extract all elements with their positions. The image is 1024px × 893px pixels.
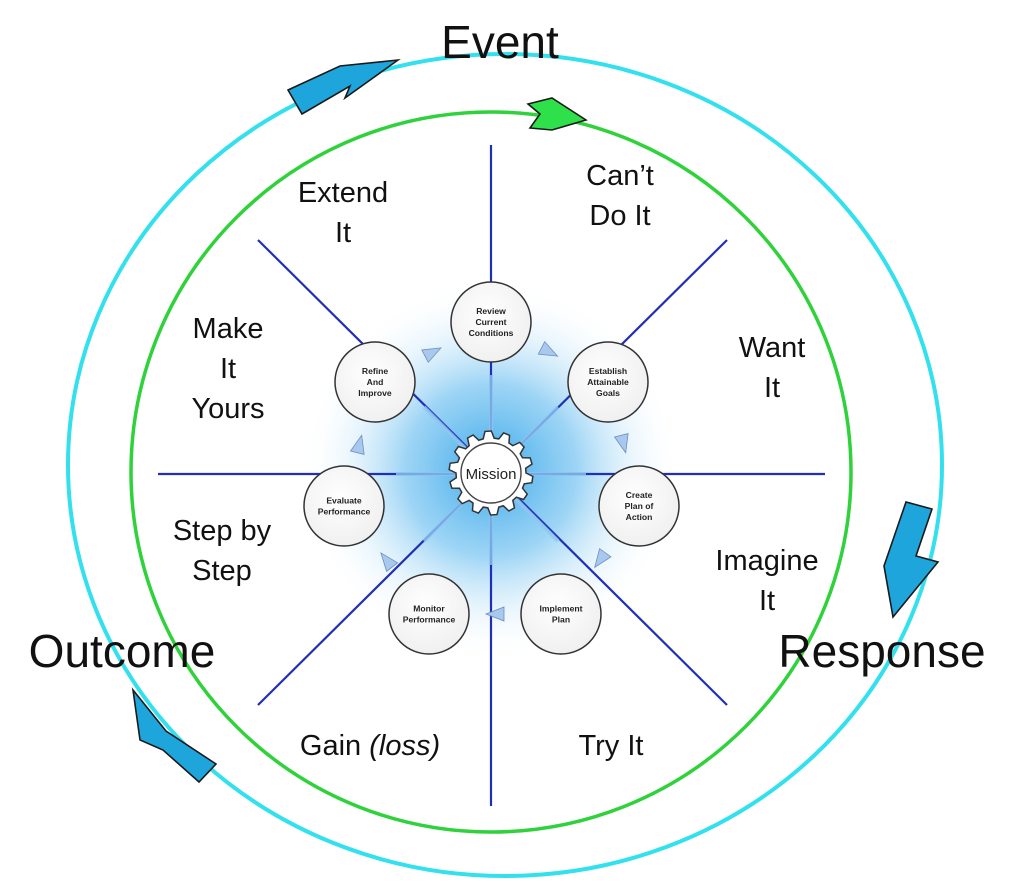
gear-icon: Mission — [448, 430, 534, 516]
segment-label-line: It — [220, 353, 236, 385]
outer-arrow-top — [286, 58, 401, 116]
segment-label-line: It — [764, 372, 780, 404]
step-circle — [567, 341, 649, 423]
segment-label-line: Extend — [298, 177, 388, 209]
step-label: Establish — [589, 366, 627, 376]
cycle-arrow-icon — [131, 58, 940, 784]
step-arrow — [349, 434, 365, 455]
step-label: Performance — [318, 507, 371, 517]
segment-label-line: Try It — [579, 730, 644, 762]
step-circle — [598, 465, 680, 547]
step-arrow — [537, 340, 559, 357]
step-arrow — [594, 547, 612, 569]
step-label: Implement — [540, 604, 583, 614]
step-label: Performance — [403, 615, 456, 625]
step-circle — [388, 573, 470, 655]
step-label: Attainable — [587, 377, 629, 387]
step-label: Monitor — [413, 604, 445, 614]
step-label: Action — [626, 512, 653, 522]
event-label: Event — [441, 16, 559, 68]
segment-label-line: Yours — [191, 393, 264, 425]
outer-ring — [66, 52, 944, 878]
outcome-label: Outcome — [29, 625, 216, 677]
step-arrows — [349, 340, 629, 622]
segment-label-part: (loss) — [369, 730, 440, 762]
outer-arrow-right — [883, 501, 940, 619]
step-label: Current — [475, 317, 506, 327]
step-label: Plan of — [625, 501, 654, 511]
step-circle — [450, 281, 532, 363]
segment-label-line: Make — [193, 313, 264, 345]
step-label: Review — [476, 306, 506, 316]
step-label: Conditions — [469, 328, 514, 338]
mission-label: Mission — [466, 466, 517, 483]
step-circle — [303, 465, 385, 547]
step-label: Evaluate — [326, 496, 362, 506]
segment-label-line: Step by — [173, 515, 272, 547]
inner-ring — [129, 110, 853, 834]
step-circle — [334, 341, 416, 423]
segment-label-line: Can’t — [586, 160, 654, 192]
segment-label-line: Step — [192, 555, 252, 587]
step-bubbles: ReviewCurrentConditionsEstablishAttainab… — [303, 281, 680, 655]
outer-arrow-left — [131, 687, 218, 784]
segment-label-part: Gain — [300, 730, 369, 762]
step-label: And — [367, 377, 384, 387]
step-label: Plan — [552, 615, 570, 625]
segment-label-line: Imagine — [715, 545, 818, 577]
step-label: Goals — [596, 388, 620, 398]
step-label: Create — [626, 490, 653, 500]
segment-label-line: Do It — [589, 200, 650, 232]
step-label: Improve — [358, 388, 392, 398]
step-arrow — [421, 347, 442, 364]
segment-label: Can’t Do It — [586, 160, 654, 232]
segment-label: Step by Step — [173, 515, 272, 587]
segment-label: Gain (loss) — [300, 730, 440, 762]
step-arrow — [613, 433, 629, 454]
response-label: Response — [778, 625, 985, 677]
segment-label: Try It — [579, 730, 644, 762]
segment-label-line: It — [759, 585, 775, 617]
step-arrow — [380, 552, 399, 573]
step-arrow — [484, 606, 505, 622]
segment-label-line: It — [335, 217, 351, 249]
step-label: Refine — [362, 366, 388, 376]
segment-label-line: Want — [739, 332, 806, 364]
step-circle — [520, 573, 602, 655]
inner-arrow-top — [526, 97, 588, 131]
